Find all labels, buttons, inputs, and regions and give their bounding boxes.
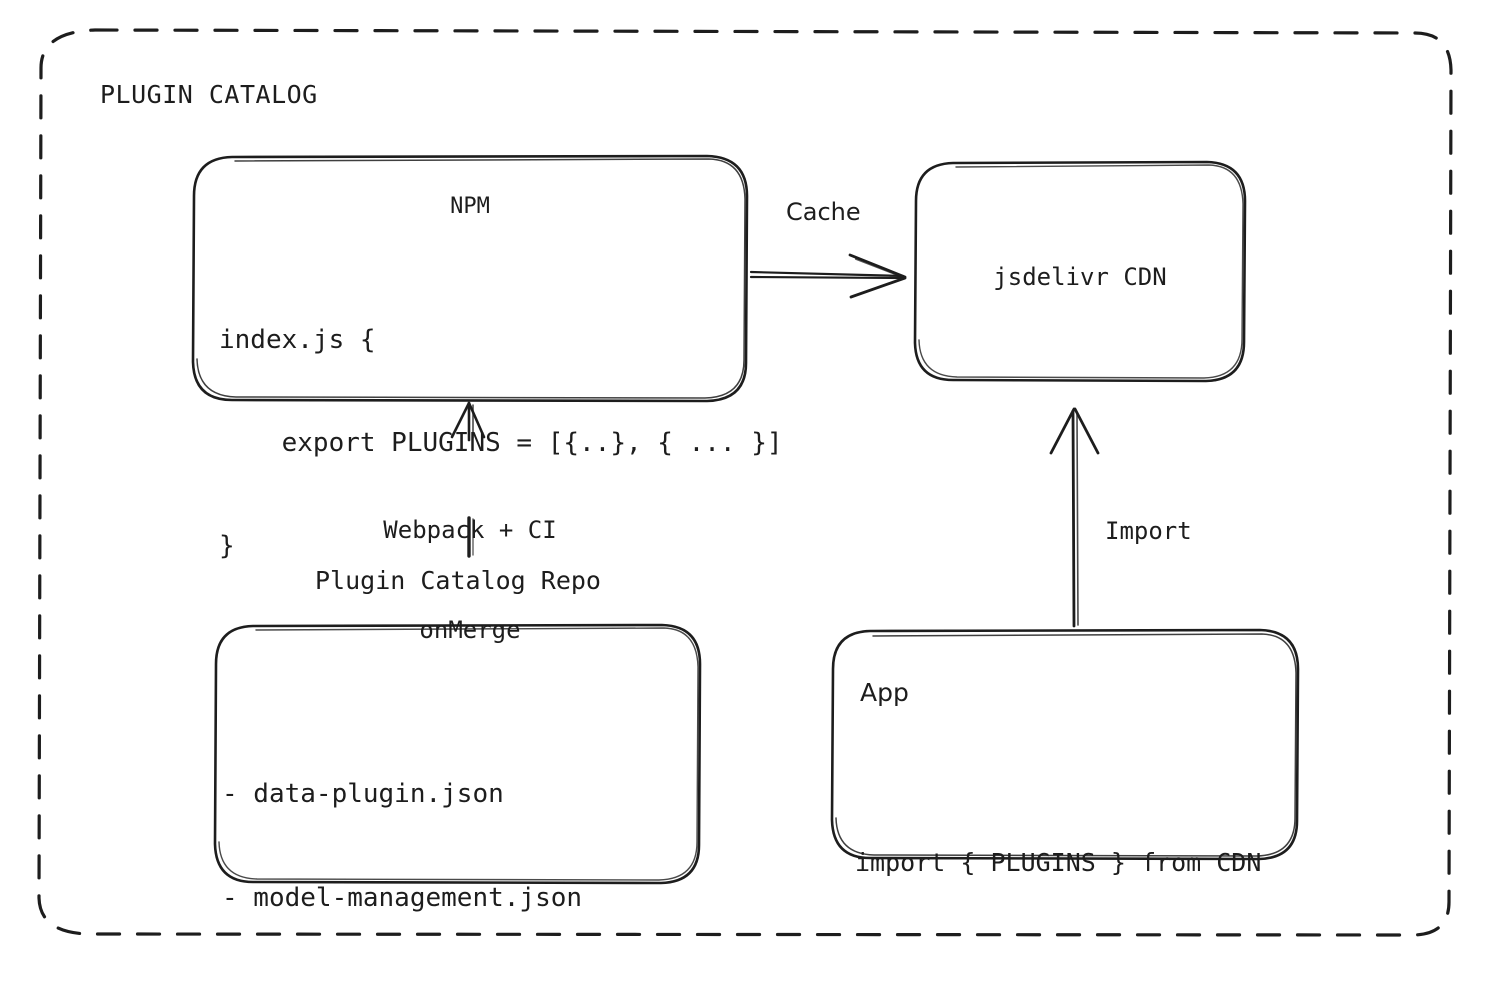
- catalog-title: PLUGIN CATALOG: [100, 80, 318, 109]
- npm-code-line: index.js {: [219, 324, 376, 355]
- app-node[interactable]: [832, 630, 1298, 859]
- repo-file-item: - data-plugin.json: [222, 779, 504, 810]
- npm-node-code: index.js { export PLUGINS = [{..}, { ...…: [219, 254, 783, 631]
- repo-node[interactable]: [215, 625, 700, 883]
- cdn-node-title: jsdelivr CDN: [993, 263, 1167, 291]
- npm-node[interactable]: [193, 156, 747, 401]
- app-code-line: import { PLUGINS } from CDN: [855, 848, 1262, 877]
- repo-file-item: - model-management.json: [222, 882, 583, 913]
- app-node-title: App: [860, 678, 909, 707]
- edge-label-cache: Cache: [786, 198, 861, 226]
- cdn-node[interactable]: [915, 162, 1245, 381]
- app-node-code: import { PLUGINS } from CDN PLUGINS.forE…: [855, 737, 1261, 1002]
- repo-file-item: ...: [222, 986, 285, 1002]
- npm-code-line: }: [219, 530, 235, 561]
- edge-label-line: Webpack + CI: [383, 516, 557, 545]
- edge-label-import: Import: [1105, 517, 1192, 545]
- app-code-line: PLUGINS.forEach {}: [855, 990, 1261, 1002]
- repo-node-title: Plugin Catalog Repo: [315, 566, 601, 595]
- edge-app-to-cdn: [1049, 407, 1100, 628]
- edge-label-webpack-ci: Webpack + CI onMerge: [320, 448, 620, 713]
- npm-node-title: NPM: [450, 194, 490, 219]
- repo-node-file-list: - data-plugin.json - model-management.js…: [222, 708, 582, 1002]
- edge-label-line: onMerge: [419, 615, 521, 644]
- npm-code-line: export PLUGINS = [{..}, { ... }]: [219, 427, 783, 458]
